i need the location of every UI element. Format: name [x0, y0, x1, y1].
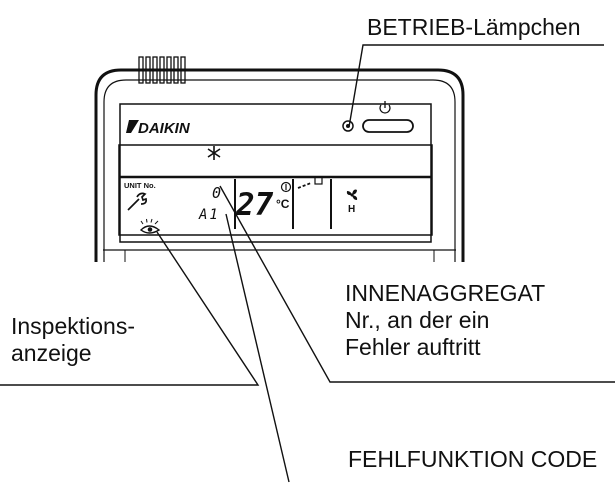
snowflake-icon [207, 146, 221, 160]
power-icon [379, 101, 391, 114]
temperature-value: 27 [235, 187, 274, 223]
operation-lamp [342, 120, 354, 132]
top-panel [119, 103, 432, 243]
unit-number-value: 0 [212, 184, 221, 202]
brand-name: DAIKIN [138, 120, 191, 137]
callout-operation-lamp: BETRIEB-Lämpchen [367, 14, 580, 41]
callout-inspection-indicator: Inspektions- anzeige [11, 313, 135, 367]
callout-malfunction-code: FEHLFUNKTION CODE [348, 446, 597, 473]
daikin-logo: DAIKIN [126, 120, 191, 137]
inspection-eye-icon [139, 218, 161, 234]
callout-inspection-line-1: Inspektions- [11, 313, 136, 339]
unit-number-label: UNIT No. [124, 181, 156, 190]
fan-icon [346, 189, 358, 200]
callout-inspection-line-2: anzeige [11, 340, 92, 366]
power-button[interactable] [362, 119, 414, 133]
controller-body [94, 68, 465, 262]
error-code-value: A1 [198, 207, 220, 223]
airflow-indicator [297, 176, 323, 189]
temperature-unit: °C [276, 197, 290, 211]
callout-indoor-unit-line-3: Fehler auftritt [345, 334, 481, 360]
callout-indoor-unit-line-1: INNENAGGREGAT [345, 280, 546, 306]
callout-malfunction-code-text: FEHLFUNKTION CODE [348, 446, 598, 472]
fan-mode-label: H [348, 204, 355, 215]
callout-indoor-unit-line-2: Nr., an der ein [345, 307, 490, 333]
callout-operation-lamp-text: BETRIEB-Lämpchen [367, 14, 581, 40]
wrench-icon [127, 192, 147, 211]
timer-icon [280, 181, 292, 193]
callout-indoor-unit-number: INNENAGGREGAT Nr., an der ein Fehler auf… [345, 280, 545, 361]
lcd-display [118, 144, 433, 236]
leader-lines [0, 44, 615, 483]
vent-slots [138, 56, 186, 84]
